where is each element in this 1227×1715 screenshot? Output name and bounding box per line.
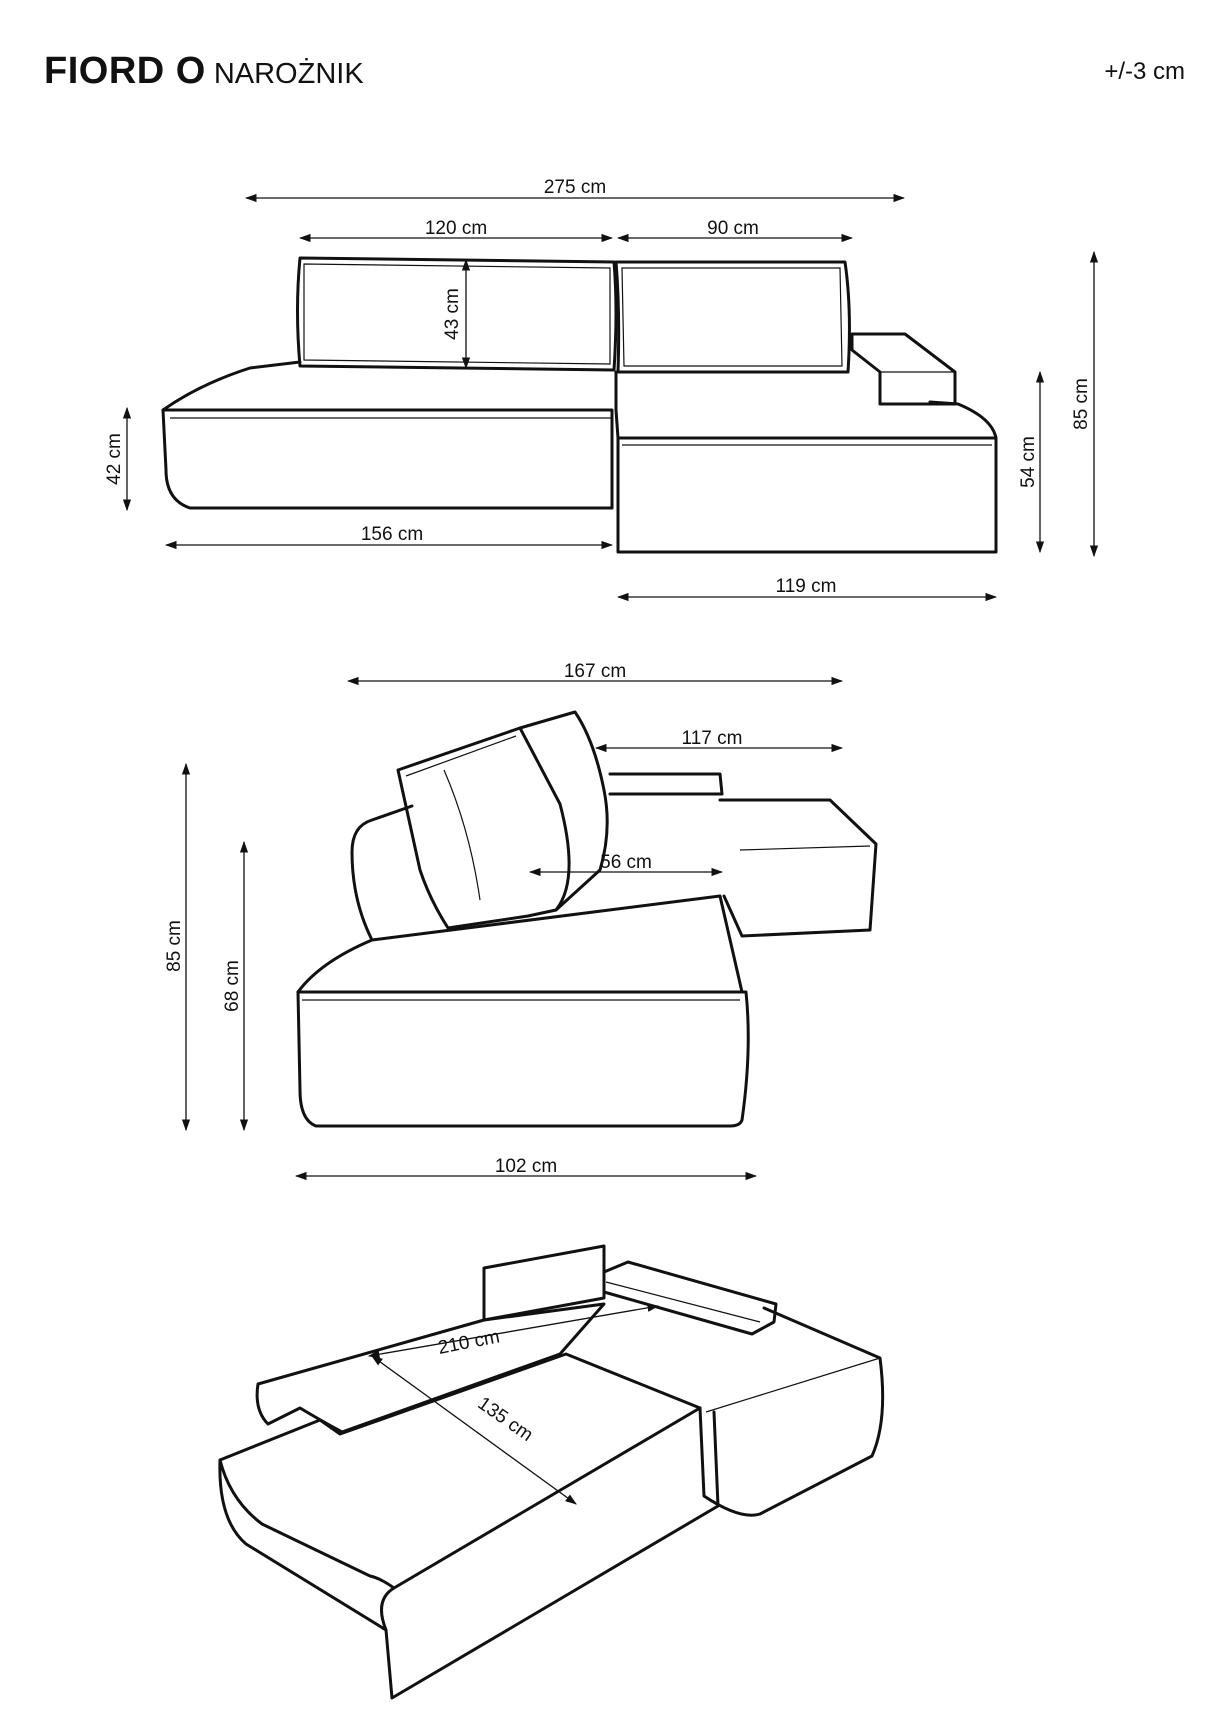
dim-armrest-height: 54 cm (1018, 436, 1039, 488)
dim-total-height: 85 cm (1071, 378, 1092, 430)
dim-side-backrest-height: 68 cm (222, 960, 243, 1012)
dim-left-section-width: 156 cm (361, 524, 423, 545)
dim-chaise-depth: 117 cm (682, 728, 743, 749)
dim-side-height: 85 cm (164, 920, 185, 972)
side-view: 167 cm 117 cm 56 cm 85 cm 68 cm 102 cm (164, 661, 878, 1181)
dim-section-width: 102 cm (495, 1156, 557, 1177)
dim-sleep-width: 135 cm (474, 1393, 537, 1446)
side-sofa-outline (296, 710, 878, 1128)
dim-seat-height: 42 cm (104, 433, 125, 485)
bed-view: 210 cm 135 cm (218, 1244, 885, 1700)
product-type: NAROŻNIK (213, 58, 364, 90)
dim-back-left-width: 120 cm (425, 218, 487, 239)
model-name: FIORD O (44, 50, 206, 92)
front-view: 275 cm 120 cm 90 cm 43 cm 42 cm 156 cm 1… (104, 177, 1099, 602)
dim-total-width: 275 cm (544, 177, 606, 198)
dim-line-sleep-width (371, 1355, 577, 1505)
front-sofa-outline (161, 256, 998, 554)
bed-sofa-outline (218, 1244, 885, 1700)
dim-backrest-height: 43 cm (442, 288, 463, 340)
dim-chaise-width: 119 cm (776, 576, 837, 597)
dim-back-right-width: 90 cm (707, 218, 759, 239)
dim-line-sleep-length (367, 1303, 660, 1359)
dim-seat-depth: 56 cm (600, 852, 652, 873)
dim-side-depth: 167 cm (564, 661, 626, 682)
tolerance-note: +/-3 cm (1104, 58, 1185, 85)
